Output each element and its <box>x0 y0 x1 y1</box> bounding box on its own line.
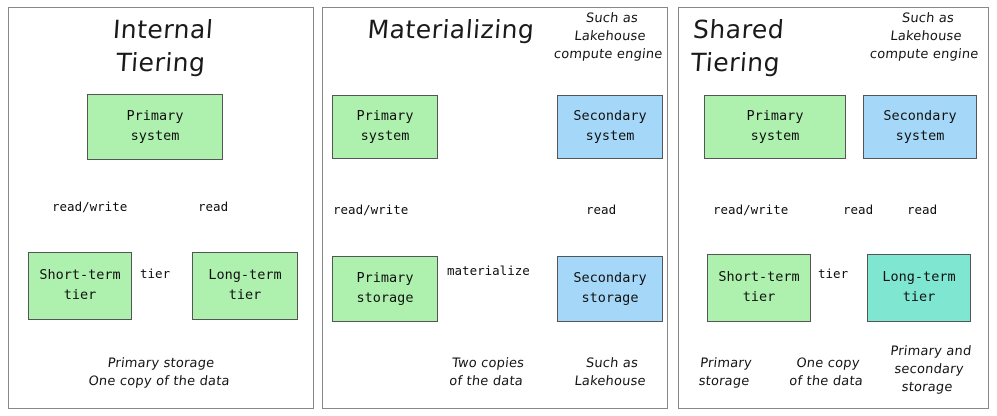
p2-note-two-copies: Two copies of the data <box>430 355 544 391</box>
p3-note-one-copy: One copy of the data <box>772 355 882 391</box>
note-line-2: One copy of the data <box>87 373 231 389</box>
note-line-2: of the data <box>788 373 864 389</box>
title-line-2: Tiering <box>115 48 207 77</box>
p1-label-tier: tier <box>140 266 171 281</box>
p1-node-long-term-tier[interactable]: Long-term tier <box>192 252 298 320</box>
note-line-2: of the data <box>448 373 524 389</box>
p1-node-primary-system[interactable]: Primary system <box>87 94 223 160</box>
p3-label-tier: tier <box>818 266 849 281</box>
p3-label-read-diagonal: read <box>843 202 874 217</box>
note-line-1: Primary storage <box>106 356 216 371</box>
p2-label-materialize: materialize <box>447 263 530 278</box>
panel-internal-tiering-title: Internal Tiering <box>36 13 289 79</box>
note-line-3: storage <box>900 379 954 395</box>
p3-node-short-term-tier[interactable]: Short-term tier <box>707 254 811 322</box>
p2-node-secondary-system[interactable]: Secondary system <box>557 95 663 159</box>
p1-label-read-write: read/write <box>52 199 128 214</box>
title-line-2: Tiering <box>689 48 782 77</box>
p2-node-primary-storage[interactable]: Primary storage <box>332 256 438 322</box>
note-line-1: Such as <box>901 11 955 26</box>
p2-label-read: read <box>586 202 617 217</box>
note-line-2: secondary <box>893 361 965 377</box>
note-line-3: compute engine <box>553 46 664 62</box>
p2-note-such-as-lakehouse: Such as Lakehouse <box>554 355 668 391</box>
p2-node-secondary-storage[interactable]: Secondary storage <box>557 256 663 322</box>
panel-materializing-title: Materializing <box>335 13 567 46</box>
p3-label-read-vertical: read <box>907 202 938 217</box>
panel-materializing <box>322 7 668 409</box>
p3-label-read-write: read/write <box>713 202 789 217</box>
panel-internal-tiering <box>8 7 314 409</box>
note-line-2: Lakehouse <box>573 373 647 389</box>
note-line-1: Primary <box>699 356 753 371</box>
note-line-1: One copy <box>795 356 861 371</box>
note-line-1: Primary and <box>889 344 973 359</box>
note-line-2: Lakehouse <box>889 28 963 44</box>
p3-node-long-term-tier[interactable]: Long-term tier <box>867 254 971 322</box>
p3-note-primary-and-secondary-storage: Primary and secondary storage <box>871 343 987 397</box>
title-line-1: Materializing <box>366 15 536 44</box>
p2-node-primary-system[interactable]: Primary system <box>332 95 438 159</box>
panel-shared-tiering <box>678 7 989 409</box>
p1-label-read: read <box>198 199 229 214</box>
note-line-1: Two copies <box>451 356 525 371</box>
note-line-1: Such as <box>585 11 639 26</box>
p2-note-such-as-lakehouse-compute-engine: Such as Lakehouse compute engine <box>546 10 674 64</box>
title-line-1: Shared <box>692 15 786 44</box>
p3-note-such-as-lakehouse-compute-engine: Such as Lakehouse compute engine <box>861 10 991 64</box>
title-line-1: Internal <box>111 15 215 44</box>
panel-shared-tiering-title: Shared Tiering <box>690 13 855 79</box>
p3-node-primary-system[interactable]: Primary system <box>704 95 846 159</box>
note-line-1: Such as <box>585 356 639 371</box>
p1-note-primary-storage-one-copy: Primary storage One copy of the data <box>38 355 282 391</box>
p3-node-secondary-system[interactable]: Secondary system <box>863 95 977 159</box>
p2-label-read-write: read/write <box>333 202 409 217</box>
note-line-2: Lakehouse <box>573 28 647 44</box>
note-line-2: storage <box>697 373 751 389</box>
note-line-3: compute engine <box>869 46 980 62</box>
p1-node-short-term-tier[interactable]: Short-term tier <box>28 252 132 320</box>
p3-note-primary-storage: Primary storage <box>681 355 769 391</box>
